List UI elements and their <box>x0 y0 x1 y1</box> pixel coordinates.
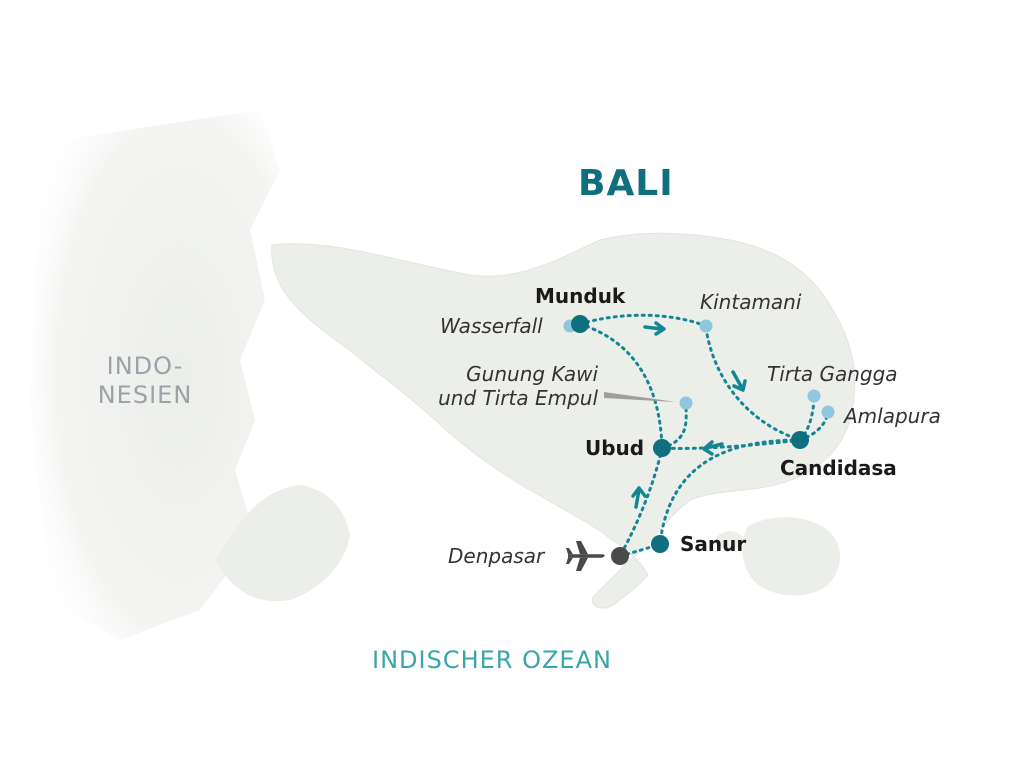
ocean-label: INDISCHER OZEAN <box>372 646 612 674</box>
denpasar-label: Denpasar <box>448 544 545 568</box>
munduk-label: Munduk <box>535 284 626 308</box>
route-munduk-kintamani <box>578 313 708 328</box>
nusa-penida <box>742 517 840 596</box>
amlapura-marker <box>821 405 835 419</box>
direction-arrow-icon <box>631 486 647 509</box>
tirta-gangga-label: Tirta Gangga <box>767 362 898 386</box>
gunung-kawi-marker <box>679 396 693 410</box>
route-candidasa-ubud <box>660 438 802 450</box>
wasserfall-label: Wasserfall <box>440 314 543 338</box>
direction-arrow-icon <box>643 321 666 336</box>
route-candidasa-sanur <box>658 438 802 546</box>
sanur-label: Sanur <box>680 532 747 556</box>
kintamani-marker <box>699 319 713 333</box>
indonesia-label-line1: INDO- <box>106 352 184 380</box>
gunung-kawi-label: Gunung Kawi und Tirta Empul <box>402 362 598 410</box>
route-ubud-denpasar <box>618 446 664 558</box>
candidasa-marker <box>791 431 809 449</box>
indonesia-label: INDO- NESIEN <box>95 352 195 411</box>
nusa-lembongan <box>715 531 744 550</box>
tirta-gangga-marker <box>807 389 821 403</box>
map-title: BALI <box>578 163 674 204</box>
java-peninsula <box>215 485 350 602</box>
gunung-kawi-label-line1: Gunung Kawi <box>466 362 598 386</box>
denpasar-marker <box>611 547 629 565</box>
munduk-marker <box>571 315 589 333</box>
direction-arrow-icon <box>702 440 724 456</box>
airplane-icon <box>566 541 605 571</box>
route-kintamani-candidasa <box>704 326 802 442</box>
kintamani-label: Kintamani <box>700 290 802 314</box>
gunung-kawi-label-line2: und Tirta Empul <box>438 386 598 410</box>
candidasa-label: Candidasa <box>780 456 897 480</box>
indonesia-label-line2: NESIEN <box>97 381 193 410</box>
sanur-marker <box>651 535 669 553</box>
gunung-kawi-leader-line <box>604 392 676 402</box>
ubud-marker <box>653 439 671 457</box>
amlapura-label: Amlapura <box>844 404 941 428</box>
direction-arrow-icon <box>731 370 747 392</box>
java-landmass <box>30 110 280 640</box>
ubud-label: Ubud <box>585 436 645 460</box>
